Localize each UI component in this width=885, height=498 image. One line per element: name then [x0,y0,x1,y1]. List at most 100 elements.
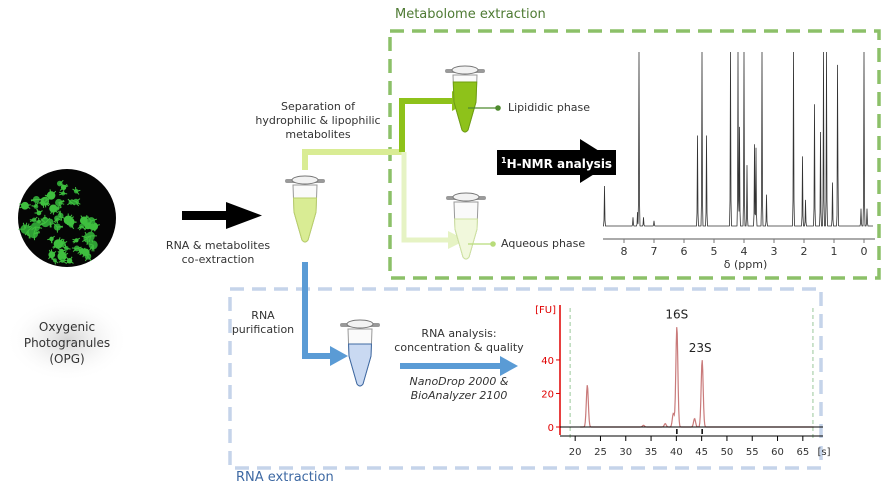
granule-spike [57,237,61,245]
granule-spike [45,217,51,224]
instruments-line2: BioAnalyzer 2100 [410,389,508,402]
x-tick-label: 50 [721,447,734,458]
opg-label-line2: Photogranules [23,336,111,350]
granule-spike [81,225,86,230]
granule-spike [84,256,89,262]
x-axis-label: [s] [817,447,830,458]
granule-spike [52,208,58,214]
granule-spike [70,201,75,206]
granule-spike [35,226,43,229]
instruments-line1: NanoDrop 2000 & [409,375,509,388]
rna-purification-line1: RNA [251,309,275,322]
rna-purification-label: RNA purification [225,309,301,337]
opg-label-line1: Oxygenic [38,320,96,334]
granule-spike [77,225,82,229]
tube-liquid [348,343,372,387]
nmr-analysis-text: H-NMR analysis [506,157,613,171]
granule-spike [59,186,64,191]
granule-spike [57,238,64,245]
granule-spike [61,250,67,257]
y-axis-label: [FU] [535,305,556,316]
granule-spike [57,248,62,252]
nmr-analysis-label: 1H-NMR analysis [497,150,617,175]
coextraction-line1: RNA & metabolites [165,239,271,252]
tube-cap [291,175,319,185]
y-tick-label: 0 [548,423,554,434]
aqueous-phase-pointer [468,241,496,247]
granule-spike [24,205,31,209]
x-tick-label: 65 [796,447,809,458]
granule-spike [65,260,70,265]
granule-spike [66,216,71,222]
granule-spike [70,221,77,223]
granule-spike [45,198,51,202]
lipid-phase-pointer [468,105,501,111]
granule-spike [51,250,57,256]
granule-spike [71,199,77,203]
x-tick-label: 35 [645,447,658,458]
coextraction-arrow [182,202,262,229]
tube-cap [346,319,374,329]
granule-spike [27,226,33,232]
photogranules-icon [18,179,100,265]
granule-spike [84,235,91,239]
nmr-superscript: 1 [501,156,507,165]
granule-spike [87,223,94,227]
granule-spike [85,251,91,256]
granule-spike [49,221,52,228]
granule-spike [58,201,65,204]
granule-spike [22,222,26,230]
peak-label-16s: 16S [665,307,688,321]
x-tick-label: 55 [746,447,759,458]
x-tick-label: 45 [695,447,708,458]
aqueous-phase-label: Aqueous phase [501,237,586,250]
granule-spike [53,208,60,210]
granule-spike [69,260,74,264]
nmr-x-tick-label: 3 [771,245,778,258]
granule-spike [75,198,81,203]
granule-spike [62,246,67,249]
granule-spike [51,257,56,261]
granule-spike [62,189,65,194]
nmr-spectrum-line [602,51,873,227]
granule-spike [61,249,66,252]
tube-liquid [292,197,318,243]
tube-liquid [454,218,478,260]
granule-spike [63,185,69,188]
granule-spike [72,188,77,192]
rna-purification-line2: purification [231,323,295,336]
granule-spike [58,260,63,263]
granule-spike [19,205,26,209]
rna-purification-arrow [302,262,348,366]
granule-spike [51,235,55,240]
x-tick-label: 30 [619,447,632,458]
y-tick-label: 40 [541,356,554,367]
granule-spike [33,233,36,241]
granule-spike [72,248,78,252]
granule-spike [38,200,45,204]
nmr-x-tick-label: 1 [831,245,838,258]
peak-label-23s: 23S [689,341,712,355]
granule-spike [86,216,92,222]
x-tick-label: 40 [670,447,683,458]
granule-spike [39,222,46,225]
opg-label-shadow [5,298,129,382]
tube-cap [452,192,480,202]
x-tick-label: 60 [771,447,784,458]
separation-line1: Separation of [281,100,355,113]
separation-line3: metabolites [285,128,351,141]
rna-extraction-box [228,287,823,470]
granule-spike [66,256,70,262]
granule-spike [42,200,47,204]
granule-spike [33,227,37,235]
granule-spike [50,190,57,196]
granule-spike [24,222,28,230]
granule-spike [30,199,37,202]
nmr-x-tick-label: 7 [651,245,658,258]
granule-spike [58,258,63,262]
granule-spike [89,244,94,251]
granule-spike [86,242,94,246]
rna-analysis-line1: RNA analysis: [421,327,497,340]
